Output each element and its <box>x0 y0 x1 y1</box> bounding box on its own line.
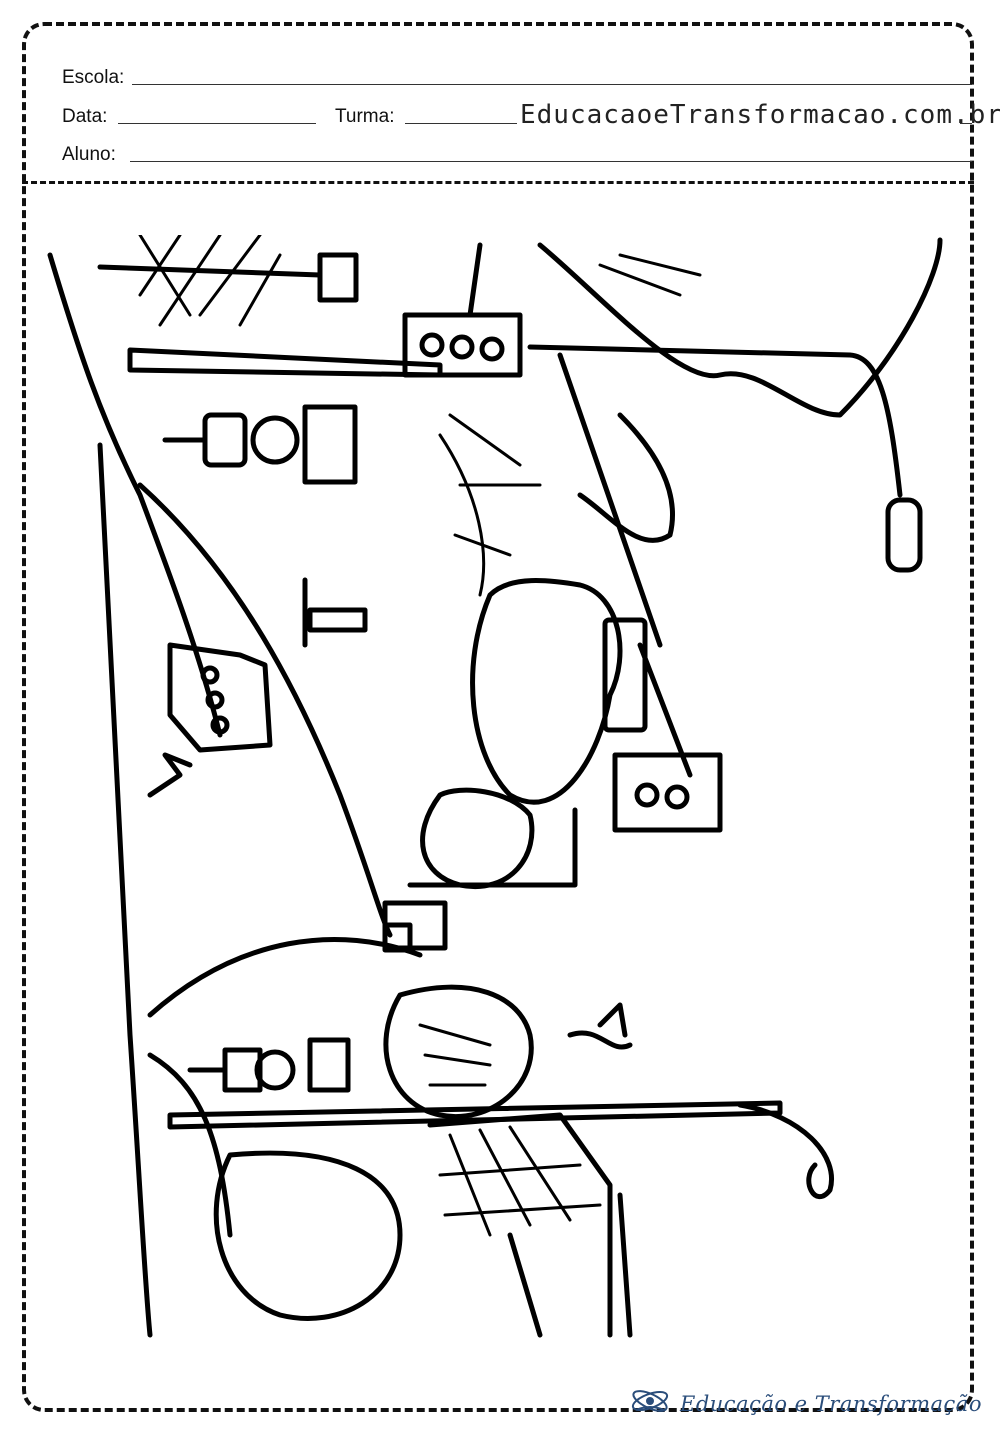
tree-cloud-center <box>470 578 623 805</box>
tree-cloud-lower <box>420 787 535 889</box>
tree-cloud-top <box>537 237 943 418</box>
traffic-light-right <box>612 752 723 833</box>
lamp-box-4 <box>307 1037 351 1093</box>
road-edge-outer <box>97 442 153 1338</box>
date-field[interactable] <box>118 123 316 124</box>
lamp-box-2 <box>302 404 358 485</box>
class-label: Turma: <box>335 106 395 127</box>
tower-box <box>317 252 359 303</box>
student-field[interactable] <box>130 161 972 162</box>
pole-bar-bottom <box>167 1100 783 1130</box>
school-field[interactable] <box>132 84 972 85</box>
hook-top <box>885 497 923 573</box>
footer-brand: Educação e Transformação <box>628 1384 982 1423</box>
school-label: Escola: <box>62 67 125 88</box>
lamp-box-1 <box>202 412 248 468</box>
tree-cloud-bottom <box>383 984 534 1119</box>
lamp-mid <box>307 607 368 633</box>
car <box>167 642 273 753</box>
header-divider <box>22 181 974 184</box>
student-label: Aluno: <box>62 144 116 165</box>
site-watermark: EducacaoeTransformacao.com.br <box>520 100 1000 130</box>
date-label: Data: <box>62 106 108 127</box>
class-field-end <box>960 123 972 124</box>
lamp-right <box>602 617 648 733</box>
page-border <box>22 22 974 1412</box>
road-edge-left <box>47 252 223 738</box>
building <box>427 1112 613 1338</box>
traffic-light-top <box>402 312 523 378</box>
pole-bar-top <box>127 347 443 378</box>
class-field[interactable] <box>405 123 517 124</box>
cable-bottom <box>737 1102 834 1200</box>
atom-book-icon <box>628 1384 672 1423</box>
road-curve <box>137 482 393 938</box>
cable-top <box>527 344 903 498</box>
tree-cloud-bottom-2 <box>213 1150 403 1321</box>
coloring-drawing <box>40 235 960 1345</box>
footer-brand-text: Educação e Transformação <box>680 1391 982 1416</box>
